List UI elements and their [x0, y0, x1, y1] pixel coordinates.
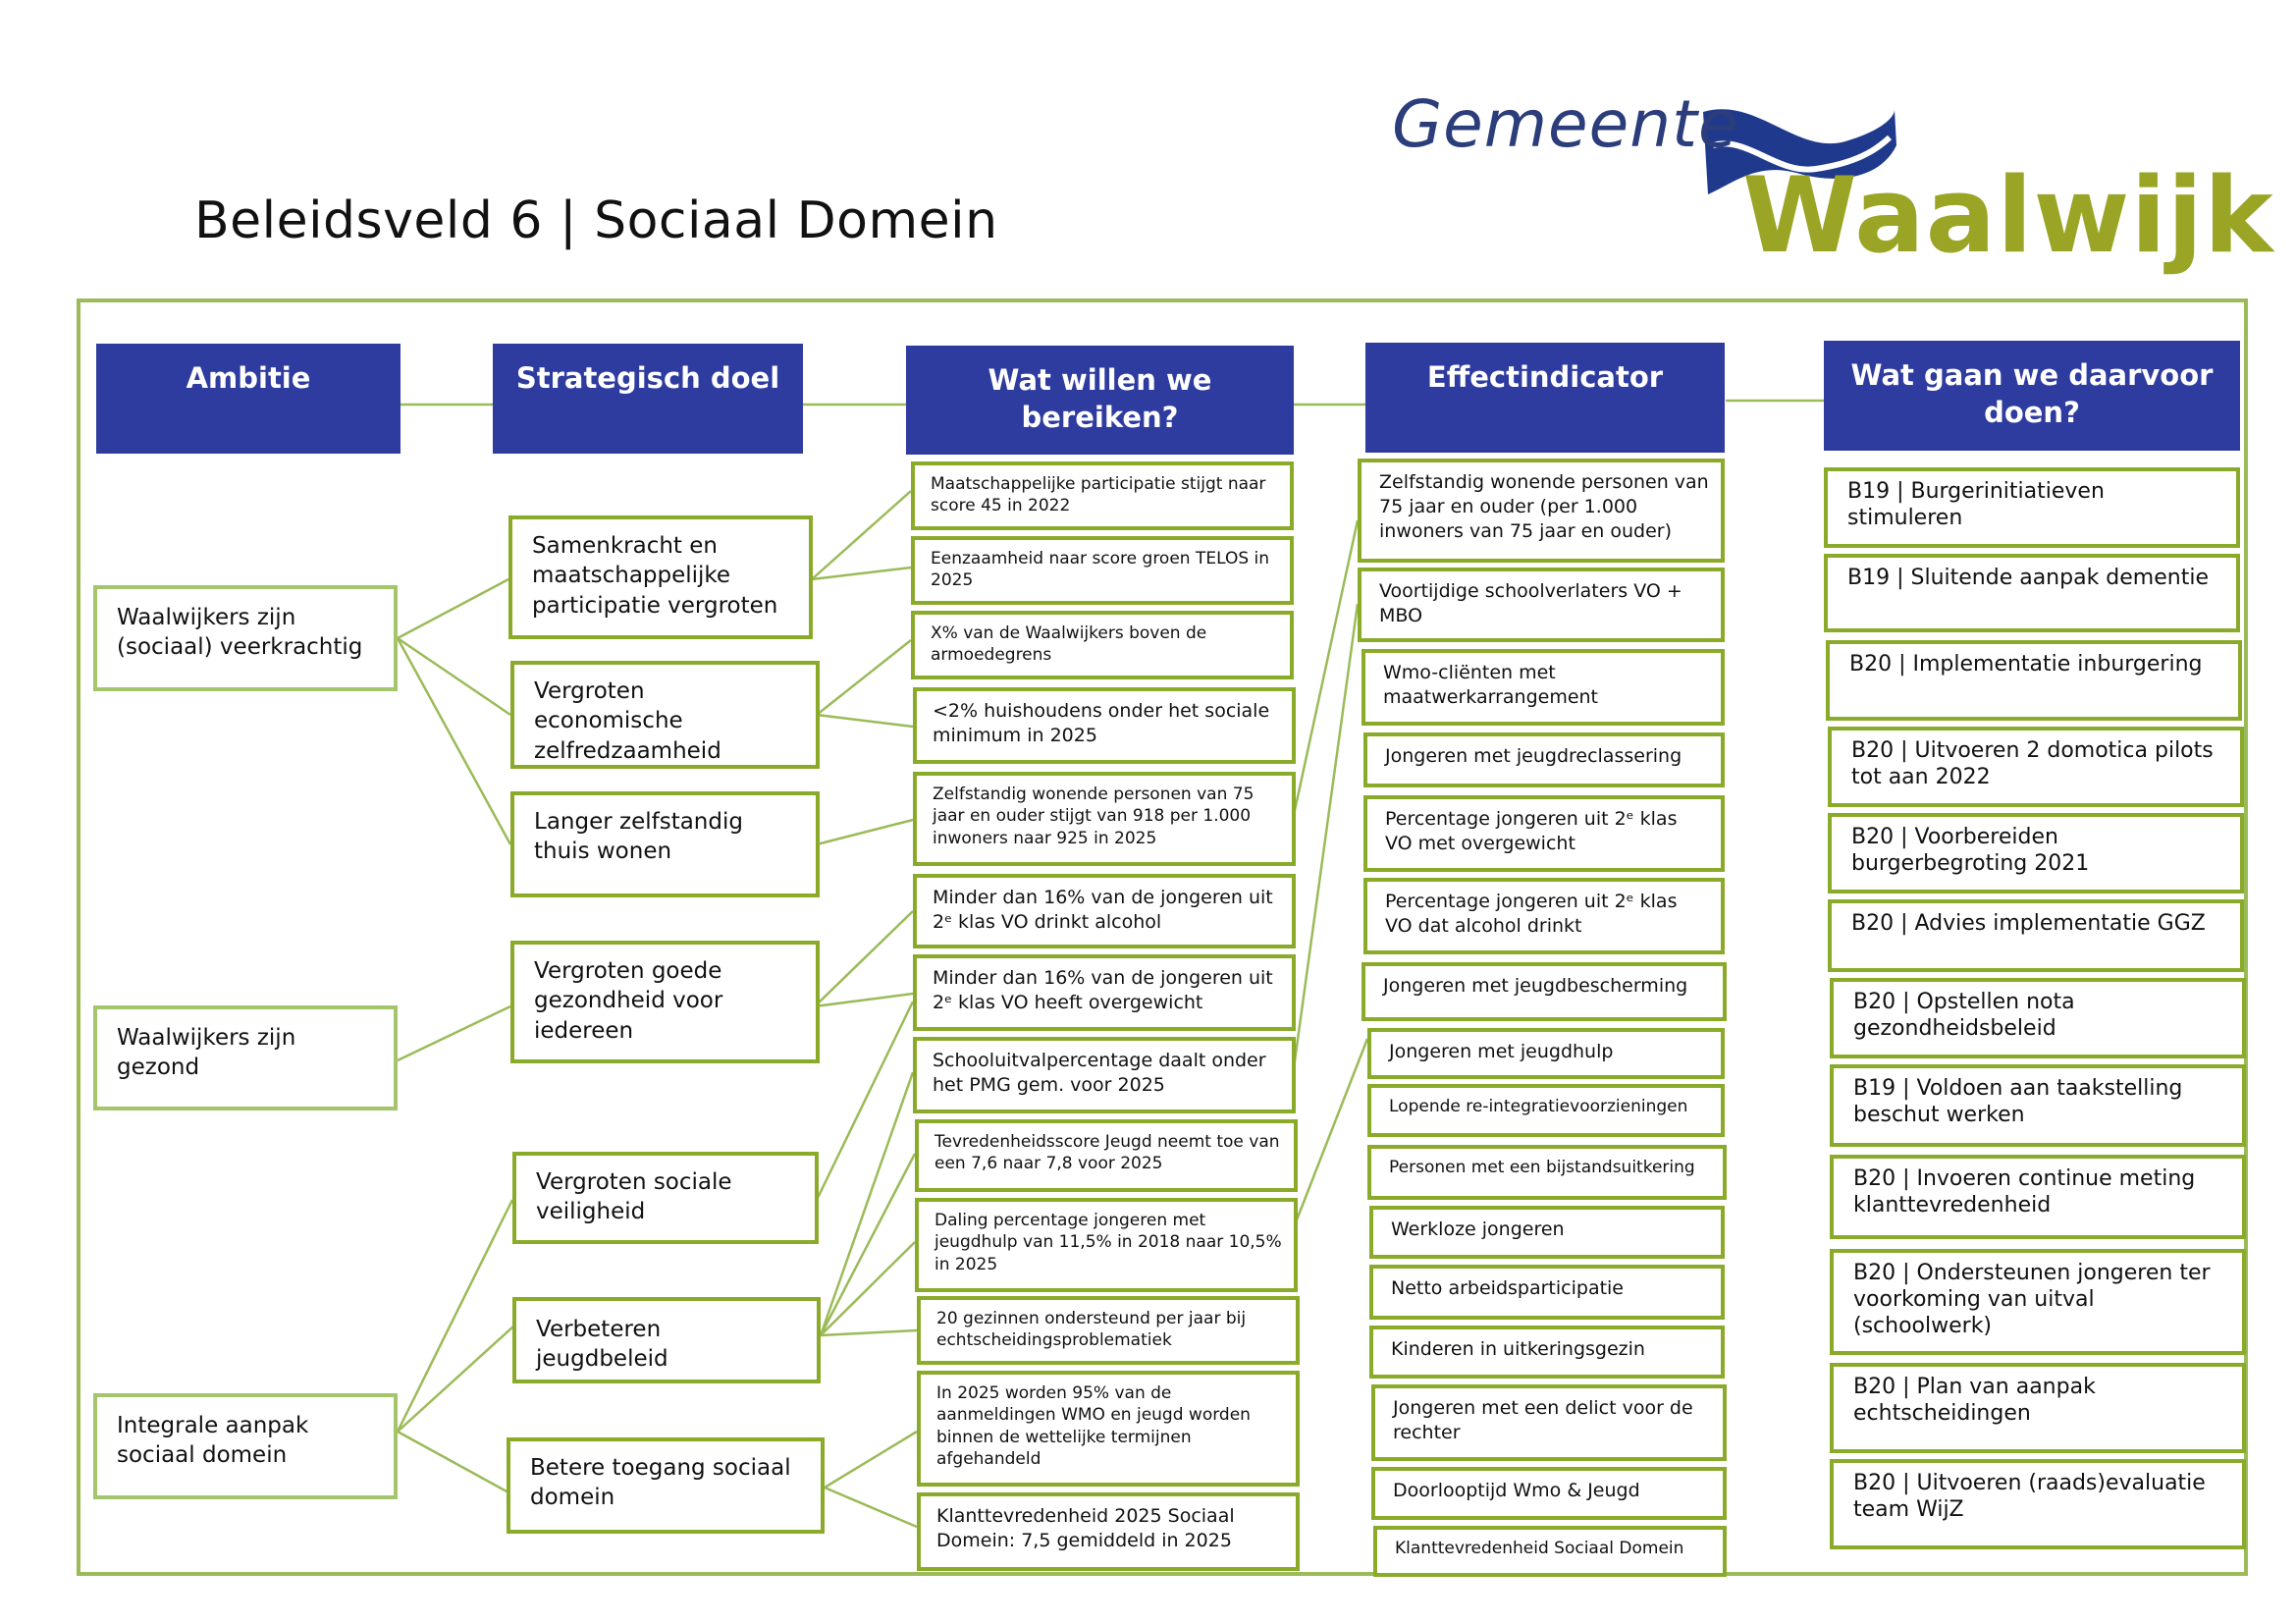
indicator-werkloze-jongeren: Werkloze jongeren [1369, 1206, 1725, 1259]
bereiken-armoedegrens: X% van de Waalwijkers boven de armoedegr… [911, 611, 1294, 679]
indicator-schoolverlaters: Voortijdige schoolverlaters VO + MBO [1358, 568, 1725, 642]
actie-gezondheidsbeleid: B20 | Opstellen nota gezondheidsbeleid [1830, 978, 2246, 1058]
bereiken-alcohol: Minder dan 16% van de jongeren uit 2ᵉ kl… [913, 874, 1296, 948]
bereiken-echtscheiding: 20 gezinnen ondersteund per jaar bij ech… [917, 1296, 1300, 1365]
actie-echtscheidingen: B20 | Plan van aanpak echtscheidingen [1830, 1363, 2246, 1453]
doel-samenkracht: Samenkracht en maatschappelijke particip… [508, 515, 813, 639]
bereiken-sociale-minimum: <2% huishoudens onder het sociale minimu… [913, 687, 1296, 764]
indicator-overgewicht: Percentage jongeren uit 2ᵉ klas VO met o… [1363, 795, 1725, 872]
doel-sociale-veiligheid: Vergroten sociale veiligheid [512, 1152, 819, 1244]
indicator-doorlooptijd: Doorlooptijd Wmo & Jeugd [1371, 1467, 1727, 1520]
actie-jongeren-uitval: B20 | Ondersteunen jongeren ter voorkomi… [1830, 1249, 2246, 1355]
doel-goede-gezondheid: Vergroten goede gezondheid voor iedereen [510, 941, 820, 1063]
doel-toegang-sociaal-domein: Betere toegang sociaal domein [507, 1437, 825, 1534]
doel-jeugdbeleid: Verbeteren jeugdbeleid [512, 1297, 821, 1383]
indicator-arbeidsparticipatie: Netto arbeidsparticipatie [1369, 1265, 1725, 1320]
actie-beschut-werken: B19 | Voldoen aan taakstelling beschut w… [1830, 1064, 2246, 1147]
indicator-re-integratie: Lopende re-integratievoorzieningen [1367, 1084, 1725, 1137]
bereiken-eenzaamheid: Eenzaamheid naar score groen TELOS in 20… [911, 536, 1294, 605]
actie-ggz: B20 | Advies implementatie GGZ [1828, 899, 2244, 972]
bereiken-overgewicht: Minder dan 16% van de jongeren uit 2ᵉ kl… [913, 954, 1296, 1031]
bereiken-jeugdhulp: Daling percentage jongeren met jeugdhulp… [915, 1198, 1298, 1292]
indicator-uitkeringsgezin: Kinderen in uitkeringsgezin [1369, 1326, 1725, 1379]
header-wat-willen-we-bereiken: Wat willen we bereiken? [906, 346, 1294, 455]
actie-burgerinitiatieven: B19 | Burgerinitiatieven stimuleren [1824, 467, 2240, 548]
bereiken-schooluitval: Schooluitvalpercentage daalt onder het P… [913, 1037, 1296, 1113]
actie-evaluatie-wijz: B20 | Uitvoeren (raads)evaluatie team Wi… [1830, 1459, 2246, 1549]
bereiken-participatie: Maatschappelijke participatie stijgt naa… [911, 461, 1294, 530]
logo-gemeente: Gemeente [1392, 86, 1739, 162]
indicator-wmo-clienten: Wmo-cliënten met maatwerkarrangement [1362, 649, 1725, 726]
actie-inburgering: B20 | Implementatie inburgering [1826, 640, 2242, 721]
actie-dementie: B19 | Sluitende aanpak dementie [1824, 554, 2240, 632]
doel-economische-zelfredzaamheid: Vergroten economische zelfredzaamheid [510, 661, 820, 769]
actie-burgerbegroting: B20 | Voorbereiden burgerbegroting 2021 [1828, 813, 2244, 893]
ambitie-gezond: Waalwijkers zijn gezond [93, 1005, 398, 1110]
header-effectindicator: Effectindicator [1365, 343, 1725, 453]
page-title: Beleidsveld 6 | Sociaal Domein [194, 191, 998, 250]
header-wat-gaan-we-doen: Wat gaan we daarvoor doen? [1824, 341, 2240, 451]
doel-langer-thuis-wonen: Langer zelfstandig thuis wonen [510, 791, 820, 897]
ambitie-veerkrachtig: Waalwijkers zijn (sociaal) veerkrachtig [93, 585, 398, 691]
indicator-klanttevredenheid: Klanttevredenheid Sociaal Domein [1373, 1526, 1727, 1577]
logo-waalwijk: Waalwijk [1742, 155, 2274, 276]
bereiken-zelfstandig-wonend: Zelfstandig wonende personen van 75 jaar… [913, 772, 1296, 866]
ambitie-integrale-aanpak: Integrale aanpak sociaal domein [93, 1393, 398, 1499]
indicator-jeugdbescherming: Jongeren met jeugdbescherming [1362, 962, 1727, 1021]
header-ambitie: Ambitie [96, 344, 400, 454]
actie-klanttevredenheid-meting: B20 | Invoeren continue meting klanttevr… [1830, 1155, 2246, 1239]
indicator-jeugdreclassering: Jongeren met jeugdreclassering [1363, 732, 1725, 787]
header-strategisch-doel: Strategisch doel [493, 344, 803, 454]
indicator-bijstand: Personen met een bijstandsuitkering [1367, 1145, 1727, 1200]
indicator-zelfstandig-wonend: Zelfstandig wonende personen van 75 jaar… [1358, 459, 1725, 563]
indicator-alcohol: Percentage jongeren uit 2ᵉ klas VO dat a… [1363, 878, 1725, 954]
diagram-frame [77, 298, 2248, 1576]
bereiken-tevredenheid-jeugd: Tevredenheidsscore Jeugd neemt toe van e… [915, 1119, 1298, 1192]
bereiken-klanttevredenheid: Klanttevredenheid 2025 Sociaal Domein: 7… [917, 1492, 1300, 1571]
indicator-jeugdhulp: Jongeren met jeugdhulp [1367, 1028, 1725, 1079]
actie-domotica: B20 | Uitvoeren 2 domotica pilots tot aa… [1828, 727, 2244, 807]
indicator-delict: Jongeren met een delict voor de rechter [1371, 1384, 1727, 1461]
logo: Gemeente Waalwijk [1384, 86, 2273, 276]
flag-icon [1703, 109, 1896, 194]
bereiken-aanmeldingen: In 2025 worden 95% van de aanmeldingen W… [917, 1371, 1300, 1487]
